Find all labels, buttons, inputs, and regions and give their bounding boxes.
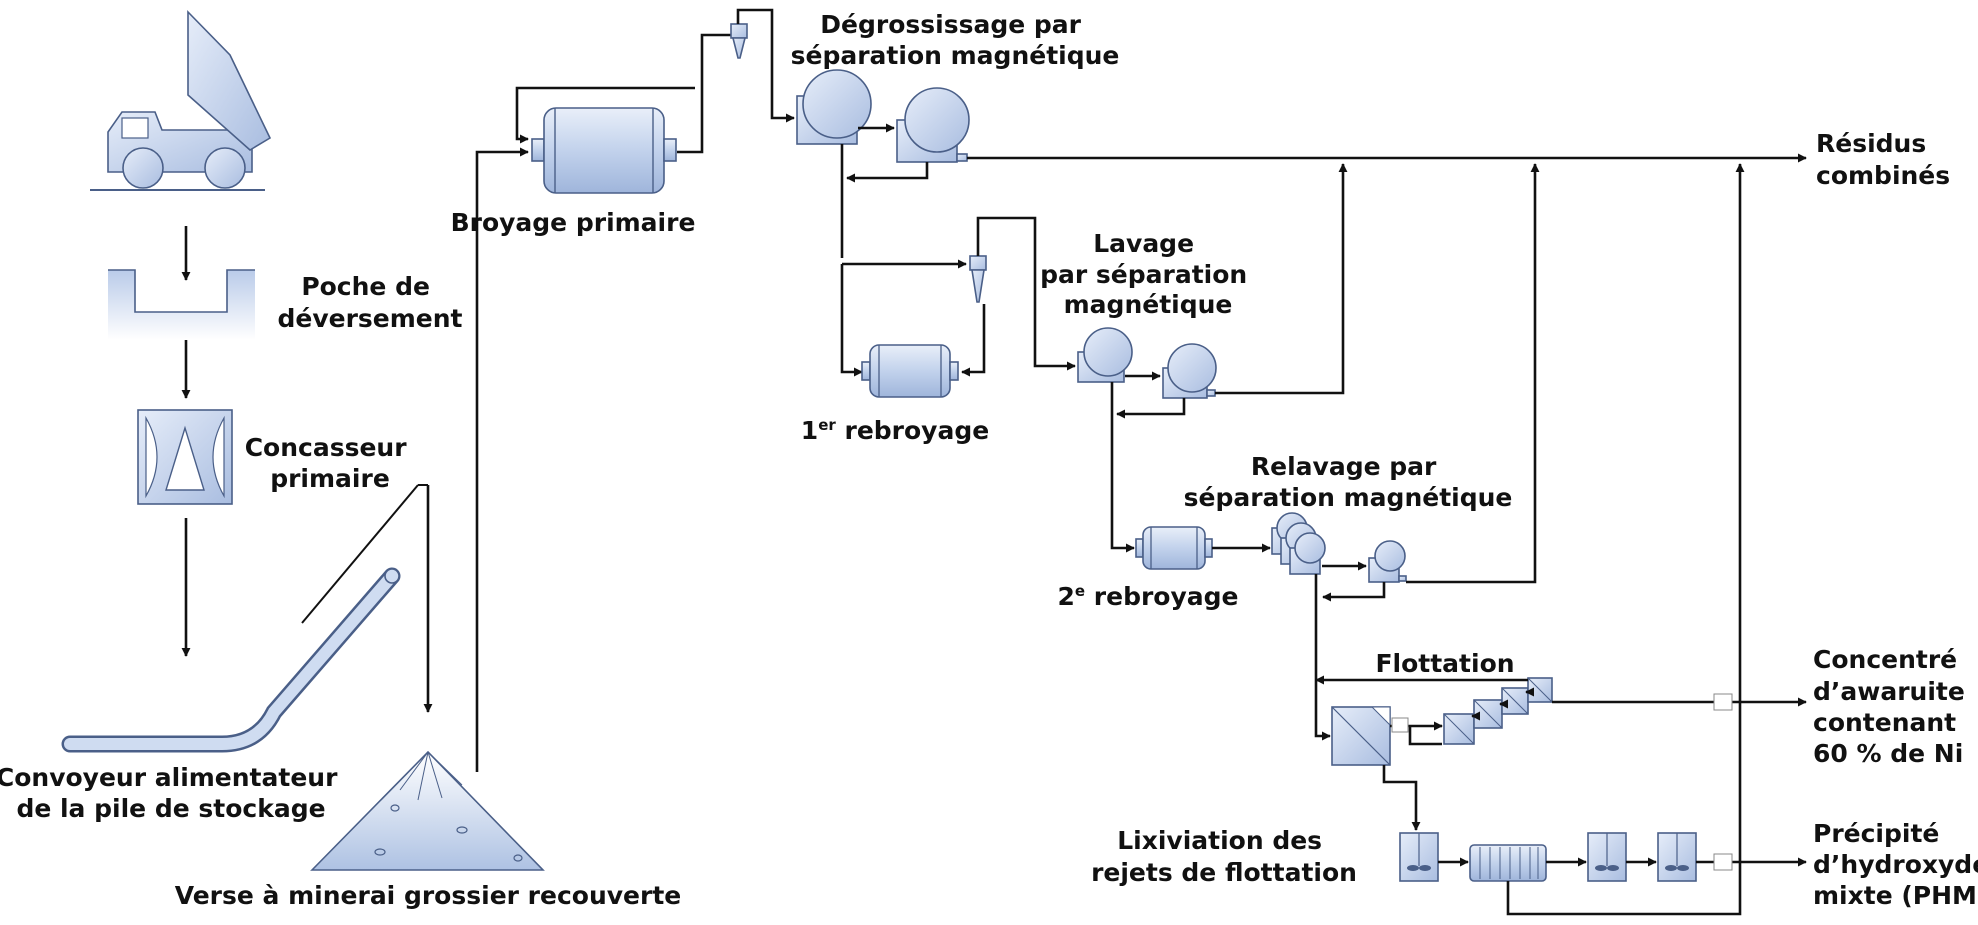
flow-arrow	[736, 8, 795, 123]
concasseur-label: Concasseur primaire	[245, 433, 416, 493]
lavage-label: Lavage par séparation magnétique	[1040, 229, 1256, 319]
dump-pocket-icon	[108, 269, 255, 340]
convoyeur-label: Convoyeur alimentateur de la pile de sto…	[0, 763, 346, 823]
regrind-mill-1-icon	[861, 344, 959, 398]
flow-line	[1408, 726, 1442, 746]
stockpile-icon	[310, 750, 545, 871]
flow-arrow	[846, 162, 929, 183]
leach-tank-icon	[1399, 832, 1439, 882]
flow-line	[677, 33, 733, 154]
magnetic-separator-icon	[896, 87, 970, 163]
flow-arrow	[1314, 574, 1331, 741]
flow-arrow	[840, 264, 863, 377]
poche-label: Poche de déversement	[277, 272, 462, 333]
filter-press-icon	[1469, 844, 1547, 882]
hydrocyclone-icon	[730, 23, 748, 59]
flotation-rougher-icon	[1331, 706, 1391, 766]
flottation-label: Flottation	[1375, 649, 1514, 678]
recycle-arrow	[515, 86, 695, 144]
magnetic-separator-icon	[796, 69, 872, 145]
tailings-arrow	[1406, 163, 1540, 584]
hydrocyclone-icon	[969, 255, 987, 303]
magnetic-separator-icon	[1077, 327, 1133, 383]
stacker-conveyor-icon	[61, 484, 428, 753]
flow-arrow	[1322, 582, 1386, 602]
verse-label: Verse à minerai grossier recouverte	[175, 881, 682, 910]
precipitation-tank-icon	[1587, 832, 1627, 882]
flow-arrow	[475, 147, 529, 772]
residus-label: Résidus combinés	[1816, 129, 1950, 190]
broyage-label: Broyage primaire	[451, 208, 696, 237]
precipite-label: Précipité d’hydroxyde mixte (PHM)	[1813, 819, 1978, 910]
flow-arrow	[1116, 398, 1186, 419]
dump-truck-icon	[90, 10, 272, 191]
regrind-mill-2-icon	[1135, 526, 1213, 570]
magnetic-separator-bank-icon	[1271, 512, 1326, 575]
lixiviation-label: Lixiviation des rejets de flottation	[1091, 826, 1357, 887]
concentre-label: Concentré d’awaruite contenant 60 % de N…	[1813, 645, 1974, 768]
flotation-cleaner-bank-icon	[1443, 677, 1553, 745]
primary-crusher-icon	[137, 409, 233, 505]
tailings-arrow	[1215, 163, 1348, 395]
degrossissage-label: Dégrossissage par séparation magnétique	[791, 10, 1120, 70]
tailings-arrow	[1506, 163, 1745, 916]
flow-arrow	[1110, 382, 1135, 553]
precipitation-tank-icon	[1657, 832, 1697, 882]
flow-arrow	[1382, 765, 1421, 831]
magnetic-separator-icon	[1368, 540, 1407, 583]
flow-arrow	[976, 216, 1076, 371]
magnetic-separator-icon	[1162, 343, 1217, 399]
rebroyage1-label: 1er rebroyage	[801, 416, 989, 445]
relavage-label: Relavage par séparation magnétique	[1184, 452, 1513, 512]
recycle-arrow	[961, 304, 986, 377]
primary-ball-mill-icon	[531, 107, 677, 194]
rebroyage2-label: 2e rebroyage	[1058, 582, 1239, 611]
